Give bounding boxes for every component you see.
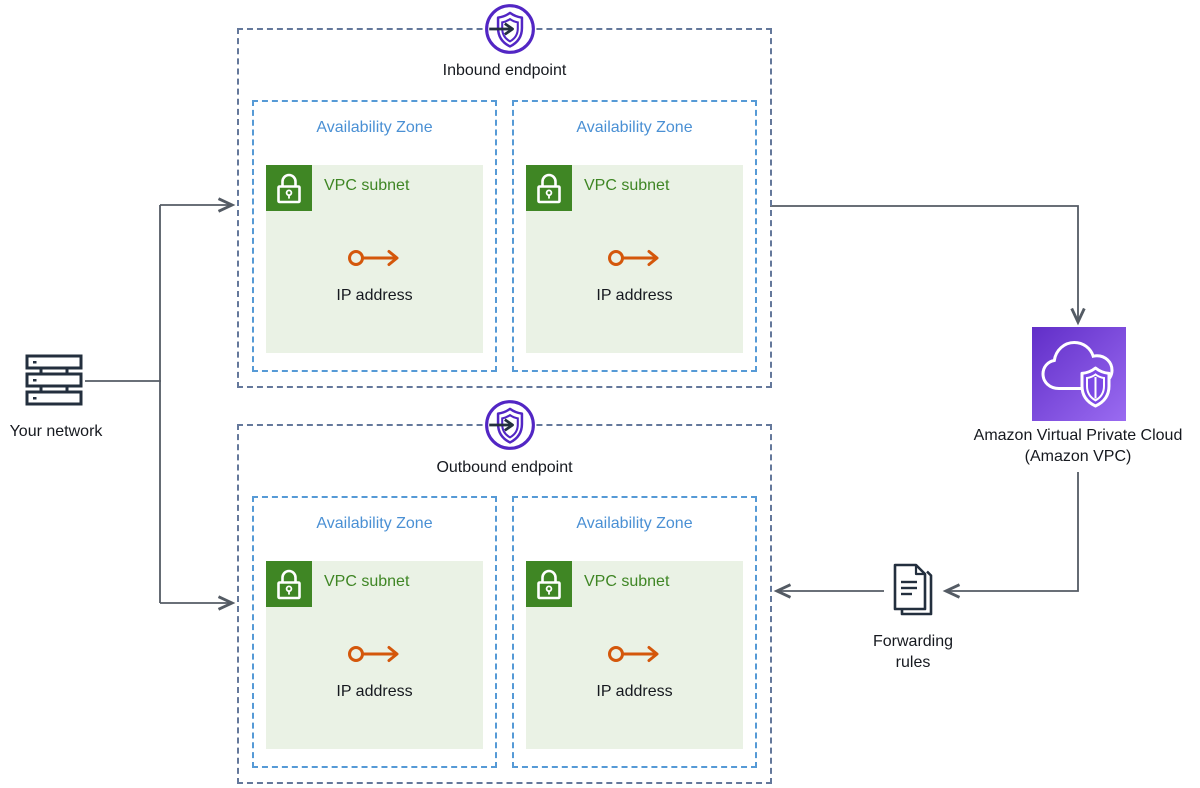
ip-address-label: IP address [336, 287, 413, 304]
inbound-az-1: Availability Zone VPC subnet IP [252, 100, 497, 372]
arrow-vpc-to-forwarding [942, 472, 1079, 599]
forwarding-rules-icon [890, 562, 940, 620]
arrow-inbound-to-vpc [770, 205, 1086, 326]
amazon-vpc-label-line1: Amazon Virtual Private Cloud [973, 427, 1183, 444]
vpc-subnet-panel: VPC subnet IP address [266, 561, 483, 749]
forwarding-rules-label-line1: Forwarding [872, 633, 954, 650]
vpc-subnet-lock-icon [526, 165, 572, 211]
ip-address-icon [347, 641, 403, 667]
outbound-endpoint-icon [483, 398, 537, 452]
your-network-icon [24, 353, 86, 407]
vpc-subnet-panel: VPC subnet IP address [526, 165, 743, 353]
availability-zone-label: Availability Zone [316, 119, 433, 136]
vpc-subnet-label: VPC subnet [324, 177, 410, 194]
vpc-subnet-lock-icon [266, 561, 312, 607]
ip-address-label: IP address [596, 287, 673, 304]
outbound-endpoint-title: Outbound endpoint [436, 459, 573, 476]
ip-address-icon [607, 641, 663, 667]
inbound-endpoint-icon [483, 2, 537, 56]
vpc-subnet-lock-icon [266, 165, 312, 211]
availability-zone-label: Availability Zone [576, 119, 693, 136]
outbound-az-1: Availability Zone VPC subnet IP [252, 496, 497, 768]
vpc-subnet-panel: VPC subnet IP address [526, 561, 743, 749]
vpc-subnet-label: VPC subnet [584, 177, 670, 194]
forwarding-rules-label-line2: rules [895, 654, 931, 671]
ip-address-label: IP address [596, 683, 673, 700]
forwarding-rules-label: Forwarding rules [853, 631, 973, 673]
ip-address-label: IP address [336, 683, 413, 700]
availability-zone-label: Availability Zone [576, 515, 693, 532]
vpc-subnet-panel: VPC subnet IP address [266, 165, 483, 353]
your-network-label: Your network [9, 423, 103, 440]
inbound-az-2: Availability Zone VPC subnet IP [512, 100, 757, 372]
ip-address-icon [347, 245, 403, 271]
vpc-subnet-label: VPC subnet [324, 573, 410, 590]
availability-zone-label: Availability Zone [316, 515, 433, 532]
inbound-endpoint-title: Inbound endpoint [442, 62, 567, 79]
amazon-vpc-icon [1032, 327, 1126, 421]
ip-address-icon [607, 245, 663, 271]
vpc-subnet-lock-icon [526, 561, 572, 607]
amazon-vpc-label-line2: (Amazon VPC) [1024, 448, 1132, 465]
vpc-subnet-label: VPC subnet [584, 573, 670, 590]
amazon-vpc-label: Amazon Virtual Private Cloud (Amazon VPC… [955, 425, 1200, 467]
outbound-az-2: Availability Zone VPC subnet IP [512, 496, 757, 768]
